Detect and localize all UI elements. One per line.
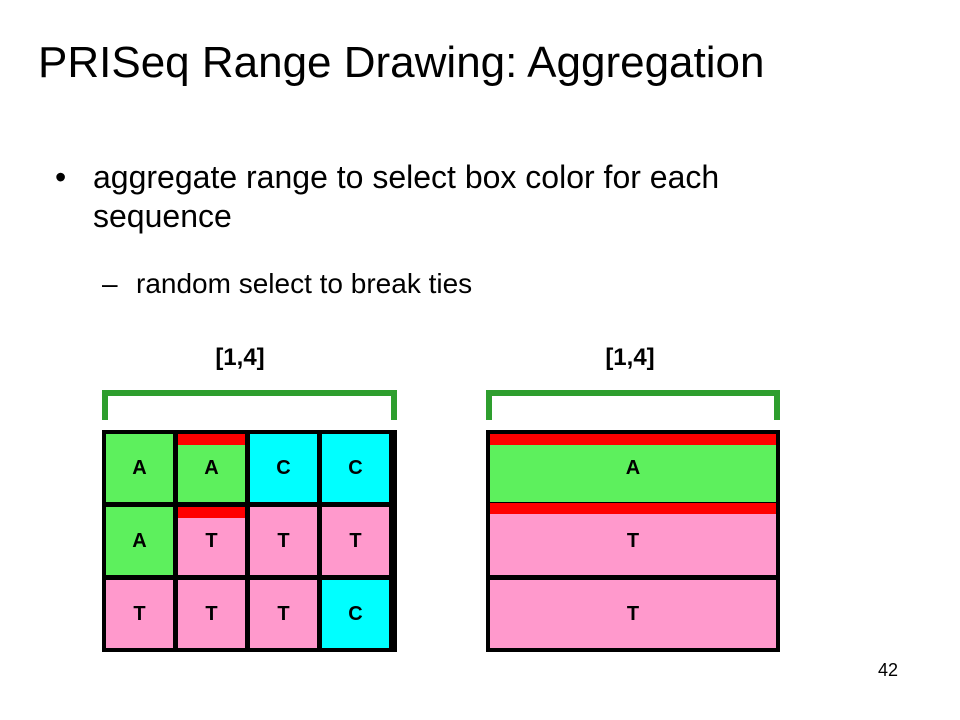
tie-marker — [178, 434, 245, 445]
sub-bullet-text: random select to break ties — [136, 268, 473, 299]
sub-bullet-marker: – — [102, 268, 118, 299]
sequence-cell: A — [178, 434, 245, 502]
sequence-cell: C — [322, 434, 389, 502]
left-range-label: [1,4] — [215, 344, 265, 371]
sub-bullet-item: –random select to break ties — [102, 268, 472, 300]
tie-marker — [490, 434, 776, 445]
aggregate-cell: A — [490, 434, 776, 502]
bullet-text: aggregate range to select box color for … — [93, 159, 720, 235]
left-range-bracket — [102, 390, 397, 420]
bullet-marker: • — [55, 159, 67, 195]
sequence-cell: A — [106, 434, 173, 502]
page-number: 42 — [878, 660, 899, 680]
tie-marker — [490, 503, 776, 514]
tie-marker — [178, 507, 245, 518]
sequence-cell: A — [106, 507, 173, 575]
right-range-label: [1,4] — [605, 344, 655, 371]
aggregate-cell: T — [490, 507, 776, 575]
sequence-cell: T — [250, 507, 317, 575]
slide-title: PRISeq Range Drawing: Aggregation — [38, 38, 765, 87]
sequence-cell: T — [178, 580, 245, 648]
right-range-bracket — [486, 390, 780, 420]
aggregate-cell: T — [490, 580, 776, 648]
sequence-cell: T — [250, 580, 317, 648]
sequence-cell: T — [178, 507, 245, 575]
sequence-cell: C — [250, 434, 317, 502]
sequence-cell: C — [322, 580, 389, 648]
sequence-cell: T — [106, 580, 173, 648]
sequence-cell: T — [322, 507, 389, 575]
